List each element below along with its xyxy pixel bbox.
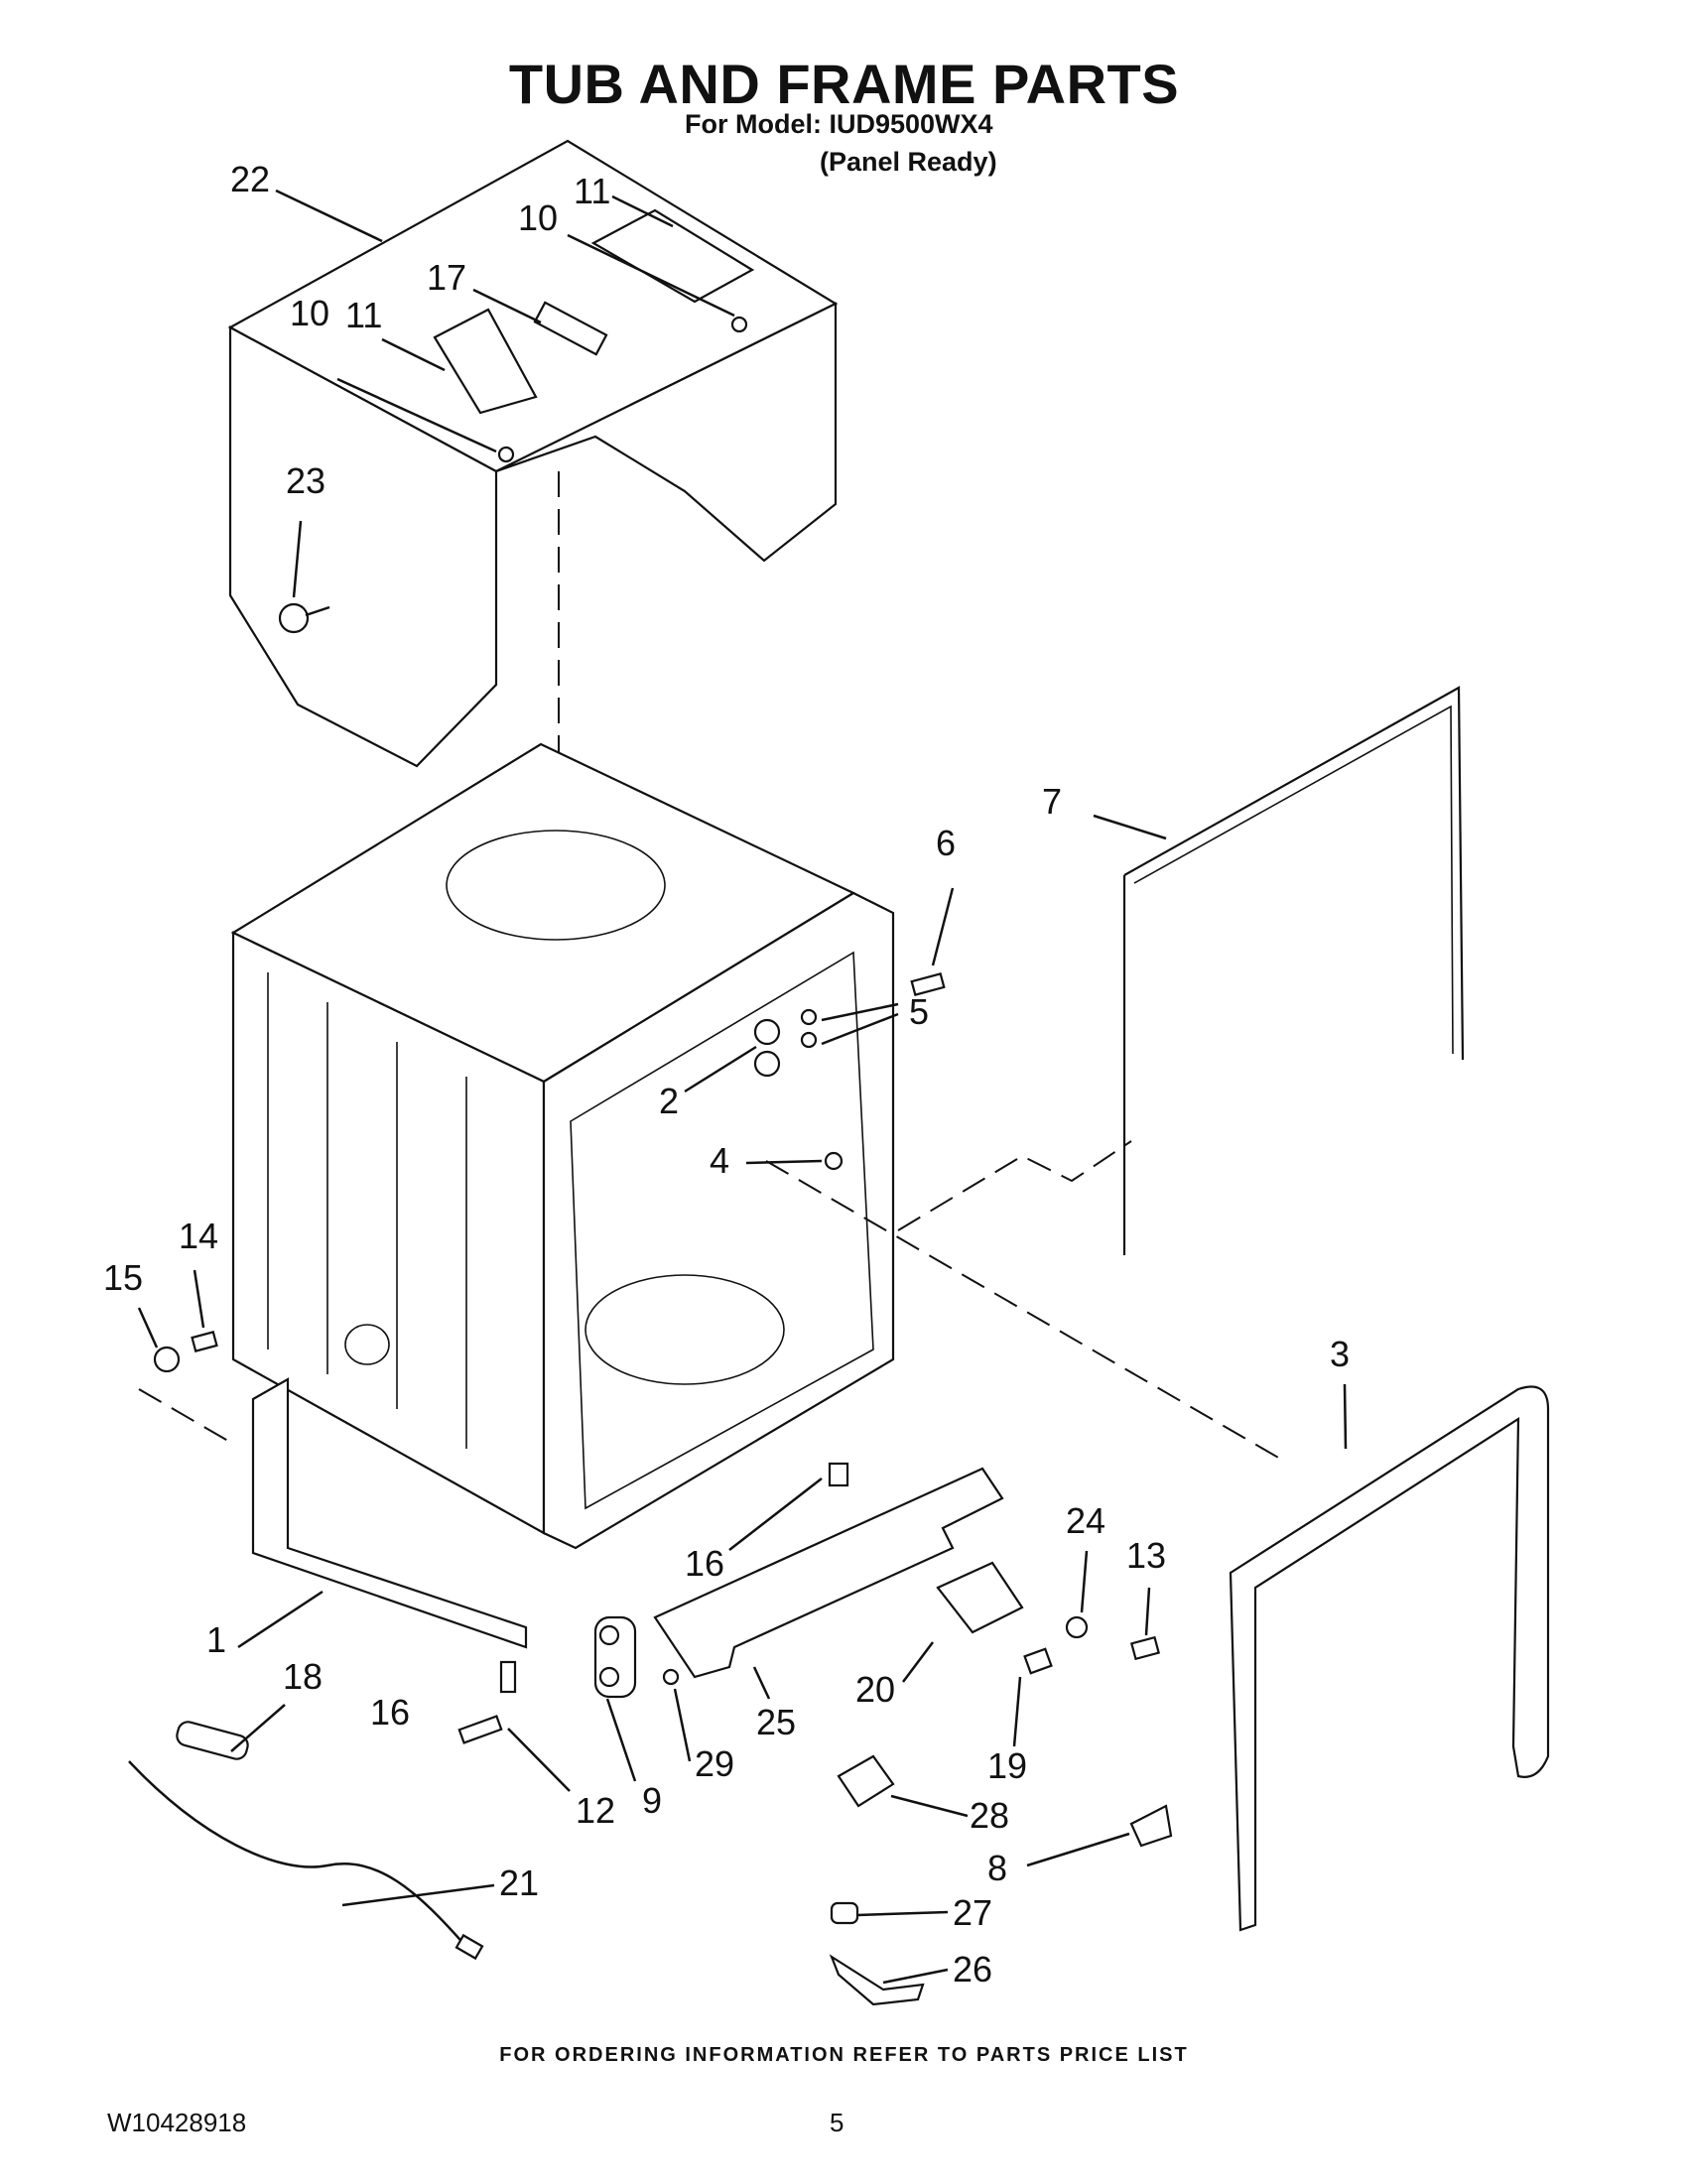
callout-13: 13 — [1126, 1535, 1166, 1576]
callout-18: 18 — [283, 1656, 323, 1697]
callout-26: 26 — [953, 1949, 992, 1990]
callout-25: 25 — [756, 1702, 796, 1742]
tub-gasket — [1229, 1385, 1550, 1932]
callout-10: 10 — [290, 293, 329, 333]
callout-6: 6 — [936, 823, 956, 863]
callout-21: 21 — [499, 1863, 539, 1903]
callout-12: 12 — [576, 1790, 615, 1831]
callout-9: 9 — [642, 1780, 662, 1821]
document-id: W10428918 — [107, 2108, 247, 2137]
callout-14: 14 — [179, 1216, 218, 1256]
page-title: TUB AND FRAME PARTS — [508, 53, 1180, 115]
callout-8: 8 — [987, 1848, 1007, 1888]
alignment-line — [765, 1160, 1281, 1460]
callout-16: 16 — [370, 1692, 410, 1733]
alignment-line — [897, 1140, 1132, 1231]
callout-20: 20 — [855, 1669, 895, 1710]
callout-23: 23 — [286, 460, 325, 501]
bottom-components — [128, 1462, 1173, 2006]
callout-11: 11 — [574, 171, 610, 211]
side-gasket — [1122, 686, 1465, 1255]
callout-15: 15 — [103, 1257, 143, 1298]
callout-16: 16 — [685, 1543, 724, 1584]
callout-5: 5 — [909, 991, 929, 1032]
callout-11: 11 — [345, 295, 382, 335]
page-number: 5 — [830, 2108, 844, 2137]
callout-4: 4 — [710, 1140, 729, 1181]
callout-22: 22 — [230, 159, 270, 199]
callout-10: 10 — [518, 197, 558, 238]
callout-17: 17 — [427, 257, 466, 298]
model-number: For Model: IUD9500WX4 — [685, 109, 993, 139]
callout-29: 29 — [695, 1743, 734, 1784]
callout-3: 3 — [1330, 1334, 1350, 1374]
dishwasher-tub — [153, 742, 946, 1649]
callout-19: 19 — [987, 1745, 1027, 1786]
callout-1: 1 — [206, 1619, 226, 1660]
callout-2: 2 — [659, 1081, 679, 1121]
model-variant: (Panel Ready) — [820, 147, 997, 177]
alignment-line — [138, 1388, 234, 1445]
callout-28: 28 — [970, 1795, 1009, 1836]
insulation-blanket — [227, 139, 839, 768]
callout-7: 7 — [1042, 781, 1062, 822]
callout-27: 27 — [953, 1892, 992, 1933]
callout-24: 24 — [1066, 1500, 1105, 1541]
callout-labels: 22 11 10 17 11 10 23 7 6 5 2 4 14 15 3 1… — [103, 159, 1350, 1990]
leader-lines — [137, 189, 1348, 1985]
ordering-note: FOR ORDERING INFORMATION REFER TO PARTS … — [499, 2044, 1189, 2066]
